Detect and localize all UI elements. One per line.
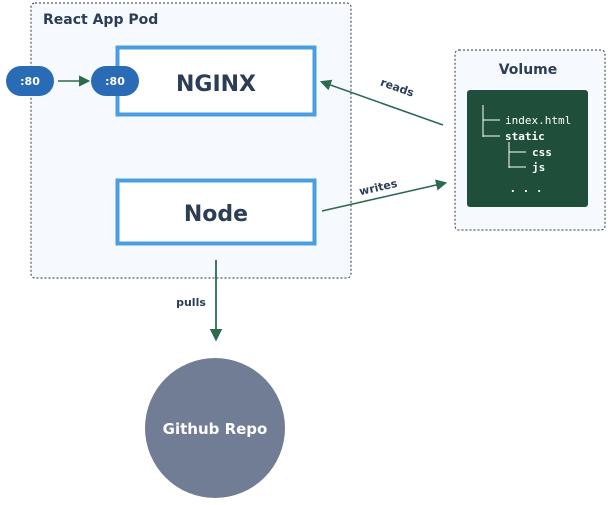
inner-port-label: :80 [105,75,125,88]
tree-item-index: index.html [505,114,571,127]
tree-item-js: js [532,161,545,174]
github-repo-node: Github Repo [145,358,285,498]
github-repo-label: Github Repo [163,420,268,438]
volume-title: Volume [499,62,558,78]
writes-arrow [321,179,448,212]
pulls-label: pulls [176,296,206,309]
outer-port-badge: :80 [6,66,54,96]
reads-label: reads [379,76,417,100]
inner-port-badge: :80 [91,66,139,96]
nginx-box: NGINX [115,45,317,117]
file-tree-panel: index.html static css js . . . [467,90,588,207]
tree-item-css: css [532,146,552,159]
node-label: Node [184,202,248,227]
tree-item-more: . . . [509,182,542,195]
reads-arrow [319,79,444,126]
pod-title: React App Pod [43,12,158,28]
tree-lines [482,105,526,168]
nginx-label: NGINX [176,72,256,97]
node-box: Node [115,178,317,246]
outer-port-label: :80 [20,75,40,88]
tree-item-static: static [505,130,545,143]
